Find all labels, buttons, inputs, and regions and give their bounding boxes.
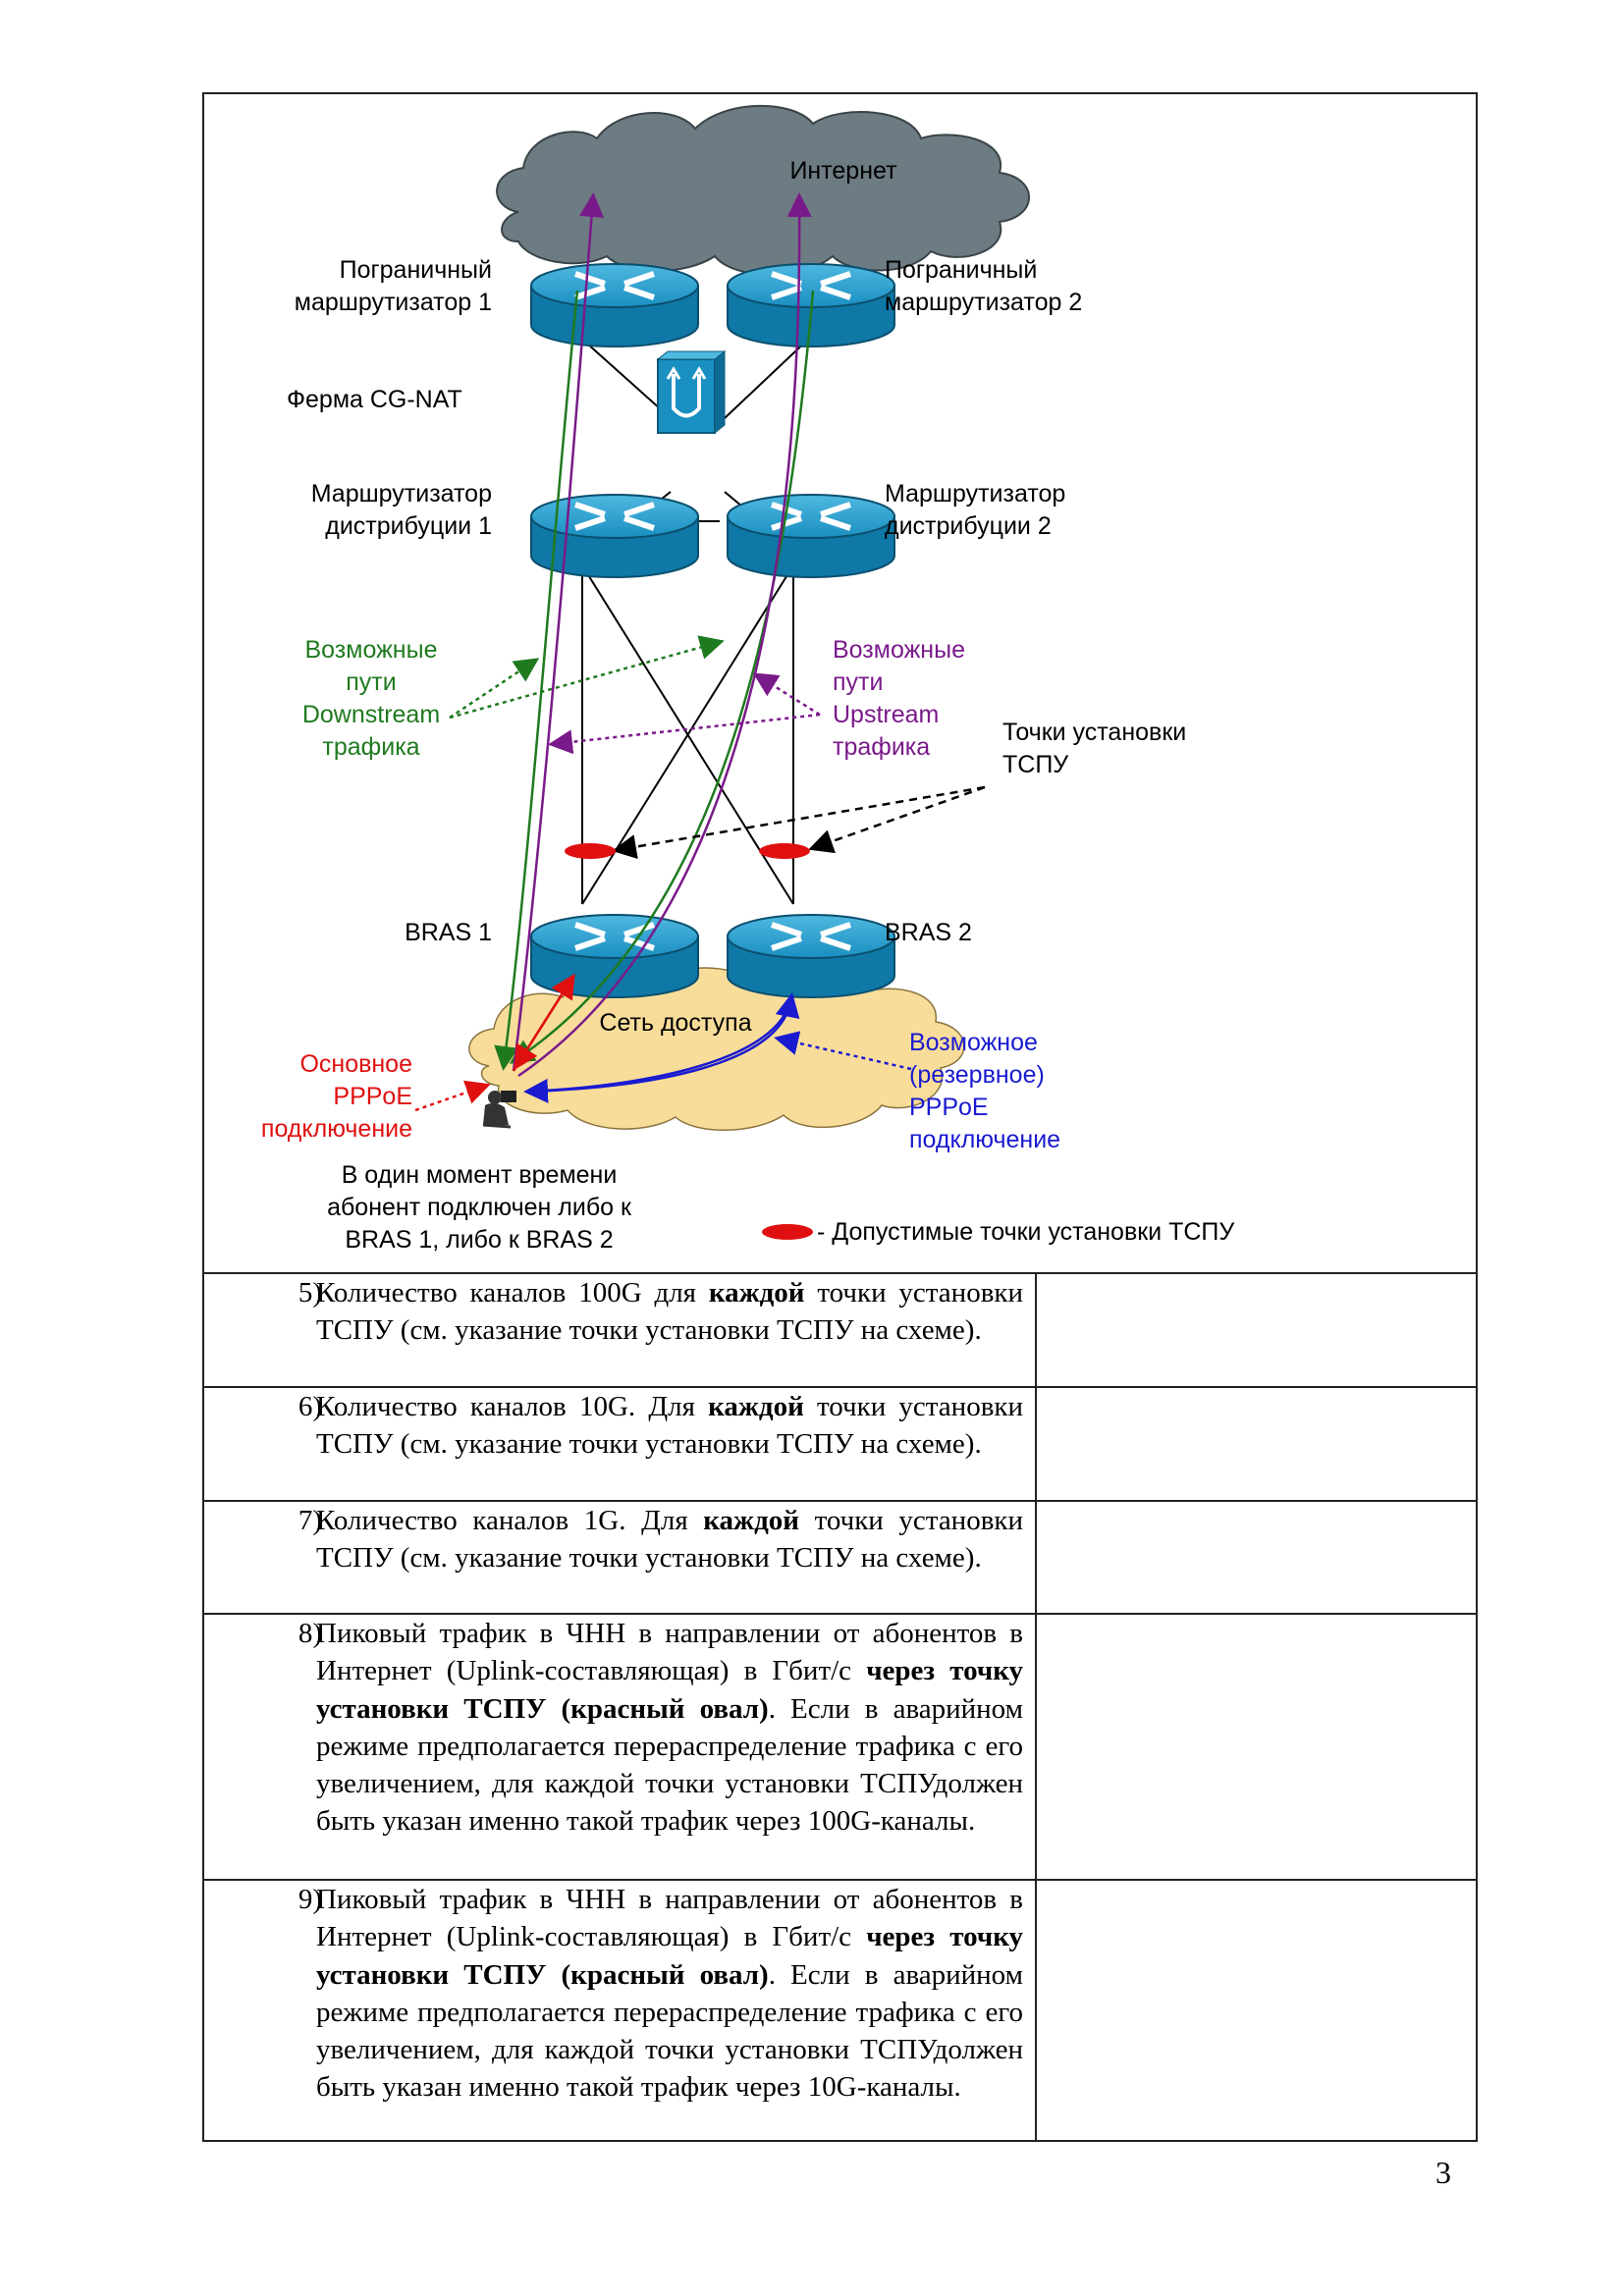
network-diagram: Интернет Пограничный маршрутизатор 1 Пог… — [204, 94, 1476, 1272]
answer-cell[interactable] — [1035, 1502, 1478, 1613]
row-number: 7) — [298, 1505, 322, 1536]
upstream-label: Возможные пути Upstream трафика — [833, 636, 965, 761]
row-text-bold: через точку установки ТСПУ (красный овал… — [316, 1921, 1023, 1991]
row-text: Количество каналов 100G для каждой точки… — [316, 1274, 1023, 1350]
row-text-part: . Если в аварийном режиме предполагается… — [316, 1692, 1023, 1838]
dist-router-2-label: Маршрутизатор дистрибуции 2 — [885, 480, 1066, 540]
answer-cell[interactable] — [1035, 1615, 1478, 1879]
row-number: 6) — [298, 1391, 322, 1422]
row-text: Количество каналов 1G. Для каждой точки … — [316, 1502, 1023, 1577]
table-row: 6)Количество каналов 10G. Для каждой точ… — [204, 1386, 1476, 1500]
page-frame: Интернет Пограничный маршрутизатор 1 Пог… — [202, 92, 1478, 2142]
row-text-part: Количество каналов 100G для — [316, 1277, 709, 1308]
bras-1-label: BRAS 1 — [405, 919, 492, 946]
table-row: 9)Пиковый трафик в ЧНН в направлении от … — [204, 1879, 1476, 2142]
answer-cell[interactable] — [1035, 1388, 1478, 1500]
row-text: Пиковый трафик в ЧНН в направлении от аб… — [316, 1615, 1023, 1841]
row-text-part: Количество каналов 1G. Для — [316, 1505, 704, 1536]
page-number: 3 — [1435, 2155, 1451, 2190]
bras-2-label: BRAS 2 — [885, 919, 972, 946]
tspu-point-icon — [565, 843, 616, 859]
answer-cell[interactable] — [1035, 1881, 1478, 2142]
dist-router-1-label: Маршрутизатор дистрибуции 1 — [310, 480, 492, 540]
router-icon — [727, 494, 895, 578]
diagram-canvas — [414, 104, 1030, 1240]
access-network-label: Сеть доступа — [599, 1009, 752, 1037]
row-text: Количество каналов 10G. Для каждой точки… — [316, 1388, 1023, 1464]
row-text-bold: каждой — [708, 1277, 805, 1308]
row-number: 8) — [298, 1618, 322, 1649]
row-text-part: Пиковый трафик в ЧНН в направлении от аб… — [316, 1618, 1023, 1687]
table-row: 7)Количество каналов 1G. Для каждой точк… — [204, 1500, 1476, 1613]
row-text-part: Количество каналов 10G. Для — [316, 1391, 709, 1422]
row-text-part: Пиковый трафик в ЧНН в направлении от аб… — [316, 1884, 1023, 1953]
row-text-part: . Если в аварийном режиме предполагается… — [316, 1958, 1023, 2104]
row-number: 5) — [298, 1277, 322, 1308]
border-router-2-label: Пограничный маршрутизатор 2 — [885, 256, 1083, 316]
downstream-label: Возможные пути Downstream трафика — [301, 636, 441, 761]
requirements-table: 5)Количество каналов 100G для каждой точ… — [204, 1272, 1476, 2142]
row-number: 9) — [298, 1884, 322, 1915]
row-text-bold: каждой — [708, 1391, 804, 1422]
legend-label: - Допустимые точки установки ТСПУ — [817, 1218, 1235, 1246]
subscriber-note: В один момент времени абонент подключен … — [327, 1161, 631, 1254]
row-text-part: точки установки ТСПУ (см. указание точки… — [316, 1277, 1023, 1347]
router-icon — [530, 494, 699, 578]
table-row: 8)Пиковый трафик в ЧНН в направлении от … — [204, 1613, 1476, 1879]
router-icon — [530, 263, 699, 347]
internet-label: Интернет — [789, 157, 897, 185]
subscriber-icon — [482, 1091, 516, 1129]
backup-pppoe-label: Возможное (резервное) PPPoE подключение — [909, 1029, 1061, 1153]
row-text: Пиковый трафик в ЧНН в направлении от аб… — [316, 1881, 1023, 2107]
row-text-part: точки установки ТСПУ (см. указание точки… — [316, 1391, 1024, 1461]
row-text-part: точки установки ТСПУ (см. указание точки… — [316, 1505, 1024, 1575]
cgnat-label: Ферма CG-NAT — [287, 386, 462, 413]
tspu-point-icon — [762, 1224, 813, 1240]
table-row: 5)Количество каналов 100G для каждой точ… — [204, 1272, 1476, 1386]
router-icon — [727, 914, 895, 998]
row-text-bold: каждой — [703, 1505, 799, 1536]
cgnat-firewall-icon — [656, 349, 727, 435]
internet-cloud-icon — [496, 104, 1030, 276]
border-router-1-label: Пограничный маршрутизатор 1 — [294, 256, 492, 316]
row-text-bold: через точку установки ТСПУ (красный овал… — [316, 1655, 1023, 1725]
primary-pppoe-label: Основное PPPoE подключение — [260, 1050, 412, 1143]
answer-cell[interactable] — [1035, 1274, 1478, 1386]
access-network-cloud-icon — [468, 967, 965, 1131]
tspu-points-label: Точки установки ТСПУ — [1002, 719, 1187, 778]
tspu-point-icon — [759, 843, 810, 859]
